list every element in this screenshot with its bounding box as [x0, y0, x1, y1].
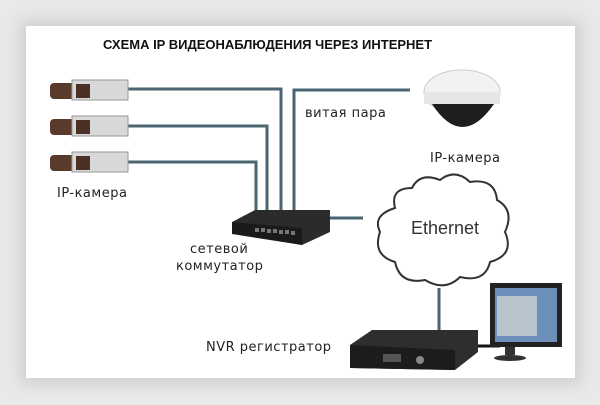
cable-camera-2 [128, 124, 269, 215]
nvr-label: NVR регистратор [206, 340, 332, 355]
switch-label-line2: коммутатор [176, 259, 264, 274]
monitor-icon [490, 283, 562, 361]
ethernet-cloud-icon [376, 173, 510, 287]
dome-camera-icon [423, 69, 501, 127]
box-camera-icons [50, 79, 129, 173]
diagram-title: СХЕМА IP ВИДЕОНАБЛЮДЕНИЯ ЧЕРЕЗ ИНТЕРНЕТ [103, 37, 433, 52]
twisted-pair-label: витая пара [305, 106, 387, 121]
ip-camera-right-label: IP-камера [430, 151, 501, 166]
ethernet-label: Ethernet [411, 218, 480, 238]
box-camera-icon [50, 115, 129, 137]
cable-camera-1 [128, 87, 283, 215]
nvr-recorder-icon [350, 330, 478, 370]
ip-camera-left-label: IP-камера [57, 186, 128, 201]
box-camera-icon [50, 79, 129, 101]
cables [128, 87, 500, 348]
network-switch-icon [232, 210, 330, 245]
cable-camera-3 [128, 160, 258, 215]
box-camera-icon [50, 151, 129, 173]
cable-dome-camera [292, 88, 410, 215]
switch-label-line1: сетевой [190, 242, 249, 257]
